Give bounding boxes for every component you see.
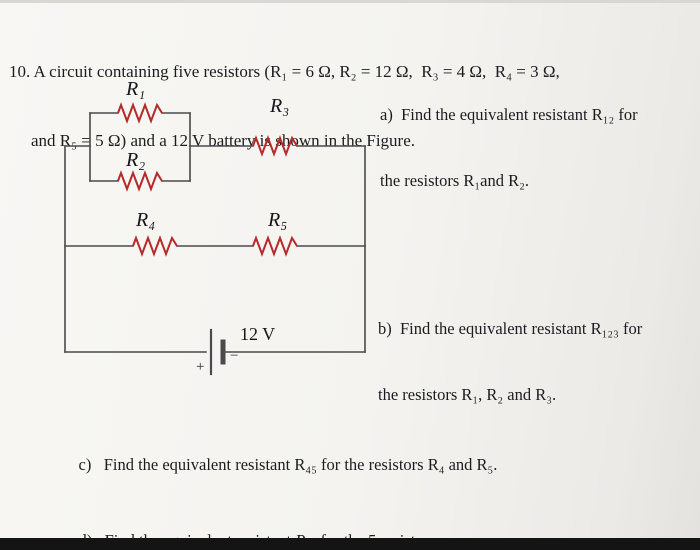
label-r2: R₂: [125, 149, 145, 171]
circuit-wires: [64, 112, 366, 376]
resistor-r1: [117, 102, 163, 124]
question-b: b) Find the equivalent resistant R₁₂₃ fo…: [378, 274, 688, 450]
label-r4: R₄: [135, 209, 155, 231]
question-b-line-2: the resistors R₁, R₂ and R₃.: [378, 385, 557, 404]
resistor-r5: [252, 235, 298, 257]
scan-bottom-edge: [0, 538, 700, 550]
question-a: a) Find the equivalent resistant R₁₂ for…: [380, 60, 685, 236]
resistor-r3: [252, 135, 298, 157]
question-c-text: c) Find the equivalent resistant R₄₅ for…: [78, 455, 498, 474]
resistor-r2: [117, 170, 163, 192]
label-battery-voltage: 12 V: [240, 324, 275, 344]
problem-line-1: 10. A circuit containing five resistors …: [9, 62, 560, 81]
question-b-line-1: b) Find the equivalent resistant R₁₂₃ fo…: [378, 319, 643, 338]
resistor-r4: [132, 235, 178, 257]
label-r3: R₃: [269, 95, 289, 117]
label-battery-minus: −: [230, 348, 238, 364]
scan-top-edge: [0, 0, 700, 3]
question-a-line-1: a) Find the equivalent resistant R₁₂ for: [380, 105, 638, 124]
label-r5: R₅: [267, 209, 287, 231]
problem-statement: 10. A circuit containing five resistors …: [9, 14, 629, 198]
question-c: c) Find the equivalent resistant R₄₅ for…: [62, 432, 622, 498]
question-a-line-2: the resistors R₁and R₂.: [380, 171, 529, 190]
circuit-resistors: [117, 102, 298, 257]
label-battery-plus: +: [196, 359, 204, 375]
label-r1: R₁: [125, 78, 145, 100]
